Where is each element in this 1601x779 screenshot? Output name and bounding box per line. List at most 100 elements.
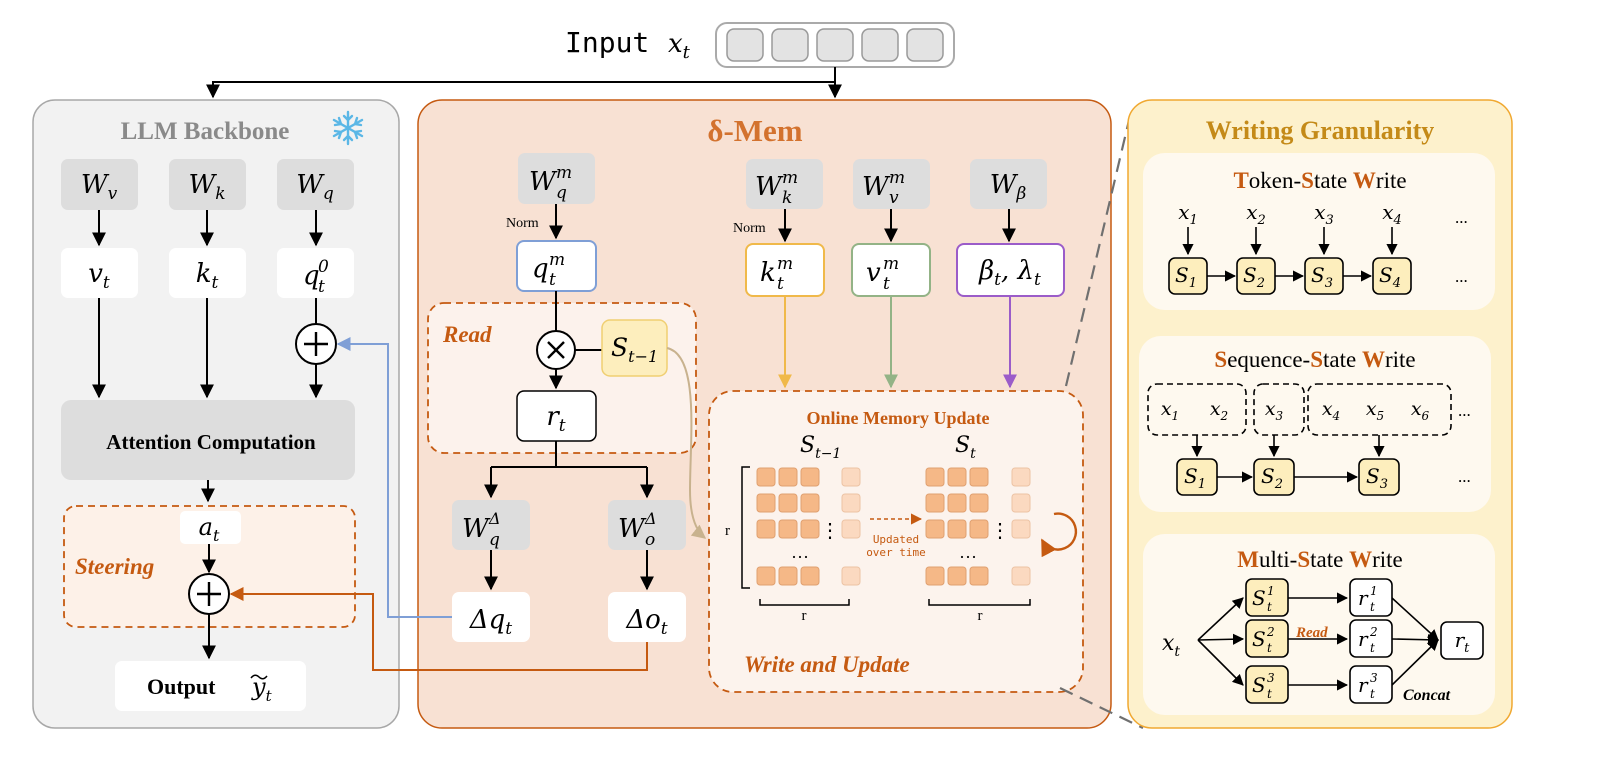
multi-read-label: Read — [1295, 625, 1328, 641]
delta-q-box — [452, 592, 530, 642]
matrix-cell — [947, 519, 967, 539]
token-x-label: x3 — [1314, 200, 1334, 228]
sequence-x-label: x2 — [1210, 398, 1228, 423]
hdots-icon: ··· — [959, 547, 977, 567]
zoom-guide-line — [1064, 115, 1132, 387]
matrix-row-bracket — [741, 466, 750, 589]
granularity-title: Writing Granularity — [1206, 116, 1434, 145]
read-label: Read — [442, 322, 492, 347]
matrix-cur-label: St — [955, 433, 976, 462]
input-symbol: xt — [668, 29, 691, 63]
seq-x-ellipsis: ... — [1458, 401, 1471, 420]
matrix-cell — [947, 467, 967, 487]
online-memory-update-region — [708, 390, 1084, 693]
token-state-label: S4 — [1379, 263, 1401, 291]
delta-o-label: Δot — [625, 605, 667, 639]
weight-wvm-box — [853, 159, 930, 209]
matrix-cell — [800, 519, 820, 539]
matrix-cell — [778, 519, 798, 539]
vector-vt-label: vt — [88, 259, 110, 293]
matrix-cell — [756, 566, 776, 586]
sequence-group-box — [1253, 383, 1305, 436]
steering-label: Steering — [75, 554, 154, 579]
updated-label-line2: over time — [866, 546, 926, 559]
input-token — [816, 28, 854, 62]
zoom-guide-line — [1059, 687, 1144, 729]
matrix-cell — [800, 566, 820, 586]
memory-matrix-cells — [756, 467, 1031, 586]
times-icon — [547, 341, 565, 359]
token-state-label: S2 — [1243, 263, 1265, 291]
token-x-label: x4 — [1382, 200, 1402, 228]
norm-label: Norm — [506, 216, 539, 231]
matrix-cell — [969, 519, 989, 539]
attention-label: Attention Computation — [106, 430, 316, 454]
vector-qt0-box — [277, 248, 354, 298]
matrix-cols-label: r — [978, 608, 983, 624]
sequence-x-label: x3 — [1265, 398, 1284, 423]
output-box — [115, 661, 306, 711]
sequence-state-label: S2 — [1261, 464, 1283, 492]
beta-lambda-label: βt, λt — [978, 256, 1041, 290]
fanout-arrow — [1197, 633, 1245, 645]
weight-wq-label: Wq — [296, 170, 334, 204]
input-to-backbone-arrow — [206, 67, 836, 99]
matrix-cell — [925, 493, 945, 513]
matrix-cell — [969, 566, 989, 586]
token-x-label: x2 — [1246, 200, 1266, 228]
sequence-state-write-card — [1139, 336, 1491, 512]
matrix-cell — [1011, 493, 1031, 513]
matrix-cell — [925, 566, 945, 586]
delta-o-to-steering-arrow — [229, 587, 648, 671]
concat-arrow — [1391, 639, 1439, 686]
output-label: Output — [147, 674, 216, 699]
matrix-cell — [778, 493, 798, 513]
writing-granularity-panel: Writing Granularity Token-State Write x1… — [1127, 99, 1513, 729]
sequence-x-label: x1 — [1161, 398, 1179, 423]
updated-label-line1: Updated — [873, 533, 919, 546]
token-state-label: S3 — [1311, 263, 1333, 291]
weight-wk-label: Wk — [188, 170, 225, 204]
fanout-arrow — [1197, 597, 1244, 641]
token-x-label: x1 — [1178, 200, 1198, 228]
output-symbol: yt — [251, 673, 273, 705]
matrix-cell — [756, 519, 776, 539]
write-update-label: Write and Update — [744, 652, 910, 677]
attention-computation-box — [61, 400, 355, 480]
weight-wq-box — [277, 159, 354, 210]
input-token — [861, 28, 899, 62]
sequence-state-box — [1358, 458, 1400, 496]
tilde-mark — [250, 674, 268, 680]
multi-state-title: Multi-State Write — [1237, 547, 1402, 572]
input-token — [771, 28, 809, 62]
sequence-group-box — [1307, 383, 1452, 436]
matrix-cell — [947, 493, 967, 513]
weight-wbeta-label: Wβ — [990, 170, 1027, 204]
token-x-ellipsis: ... — [1455, 208, 1468, 227]
matrix-cell — [778, 566, 798, 586]
multi-read-box — [1349, 578, 1393, 617]
backbone-title: LLM Backbone — [121, 118, 290, 145]
vdots-icon: ⋮ — [990, 520, 1010, 542]
delta-o-box — [608, 592, 686, 642]
state-to-update-arrow — [666, 347, 707, 539]
matrix-cell — [778, 467, 798, 487]
recurrence-loop-icon — [1040, 512, 1078, 558]
sequence-x-label: x5 — [1366, 398, 1384, 423]
multi-input-xt: xt — [1162, 631, 1180, 660]
hdots-icon: ··· — [791, 547, 809, 567]
concat-label: Concat — [1403, 687, 1451, 704]
